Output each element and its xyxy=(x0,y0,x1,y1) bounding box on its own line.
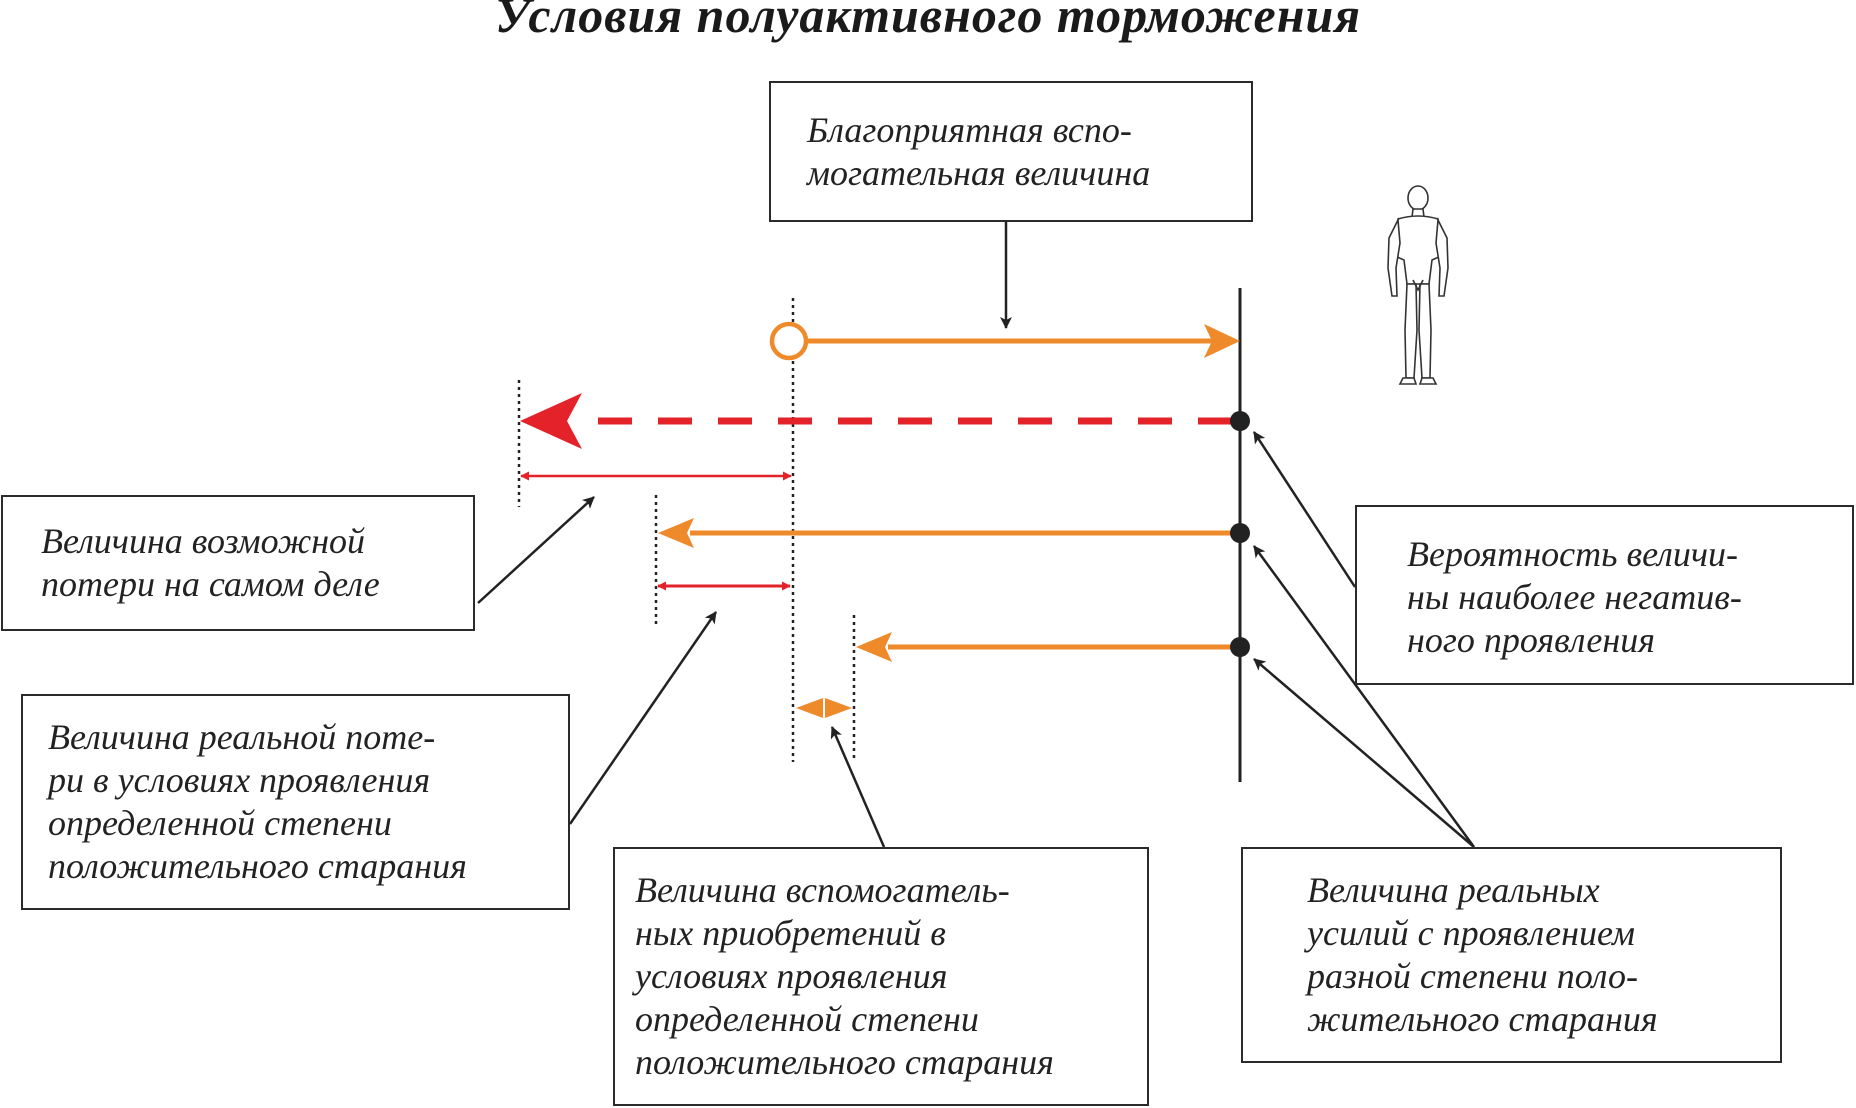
real-loss-line-2: ри в условиях проявления xyxy=(48,760,431,800)
possible-loss-box: Величина возможной потери на самом деле xyxy=(1,495,475,631)
point-dot-2 xyxy=(1230,523,1250,543)
aux-gains-box: Величина вспомогатель- ных приобретений … xyxy=(613,847,1149,1106)
connector-aux-gains xyxy=(830,726,886,848)
red-big-arrowhead xyxy=(520,393,582,449)
point-dot-1 xyxy=(1230,411,1250,431)
aux-gains-left-arrowhead xyxy=(796,698,823,718)
effort-arrowhead-3 xyxy=(856,632,892,662)
aux-gains-line-1: Величина вспомогатель- xyxy=(635,870,1010,910)
real-loss-box: Величина реальной поте- ри в условиях пр… xyxy=(21,694,570,910)
real-efforts-box: Величина реальных усилий с проявлением р… xyxy=(1241,847,1782,1063)
possible-loss-line-1: Величина возможной xyxy=(41,521,366,561)
real-loss-line-3: определенной степени xyxy=(48,803,392,843)
real-efforts-line-1: Величина реальных xyxy=(1307,870,1600,910)
open-circle-start xyxy=(769,321,809,361)
real-loss-line-4: положительного старания xyxy=(48,846,467,886)
aux-gains-right-arrowhead xyxy=(825,698,852,718)
effort-arrowhead-2 xyxy=(658,518,694,548)
point-dot-3 xyxy=(1230,637,1250,657)
probability-line-3: ного проявления xyxy=(1407,620,1655,660)
aux-gains-line-2: ных приобретений в xyxy=(635,913,946,953)
aux-value-line-2: могательная величина xyxy=(807,153,1151,193)
connector-real-efforts-2 xyxy=(1253,658,1475,848)
probability-line-1: Вероятность величи- xyxy=(1407,534,1739,574)
probability-box: Вероятность величи- ны наиболее негатив-… xyxy=(1355,505,1854,685)
possible-loss-line-2: потери на самом деле xyxy=(41,564,380,604)
human-figure-icon xyxy=(1387,185,1449,385)
diagram-title: Условия полуактивного торможения xyxy=(494,0,1362,43)
connector-probability xyxy=(1252,431,1357,588)
connector-possible-loss xyxy=(477,496,595,604)
real-loss-line-1: Величина реальной поте- xyxy=(48,717,436,757)
aux-value-box: Благоприятная вспо- могательная величина xyxy=(769,81,1253,222)
favorable-value-arrowhead xyxy=(1204,324,1240,358)
aux-gains-line-5: положительного старания xyxy=(635,1042,1054,1082)
aux-gains-line-4: определенной степени xyxy=(635,999,979,1039)
real-efforts-line-3: разной степени поло- xyxy=(1307,956,1638,996)
real-efforts-line-2: усилий с проявлением xyxy=(1307,913,1636,953)
connector-real-efforts-1 xyxy=(1252,545,1476,848)
aux-value-line-1: Благоприятная вспо- xyxy=(807,110,1132,150)
real-efforts-line-4: жительного старания xyxy=(1307,999,1658,1039)
probability-line-2: ны наиболее негатив- xyxy=(1407,577,1742,617)
connector-real-loss xyxy=(568,611,718,825)
aux-gains-line-3: условиях проявления xyxy=(635,956,948,996)
